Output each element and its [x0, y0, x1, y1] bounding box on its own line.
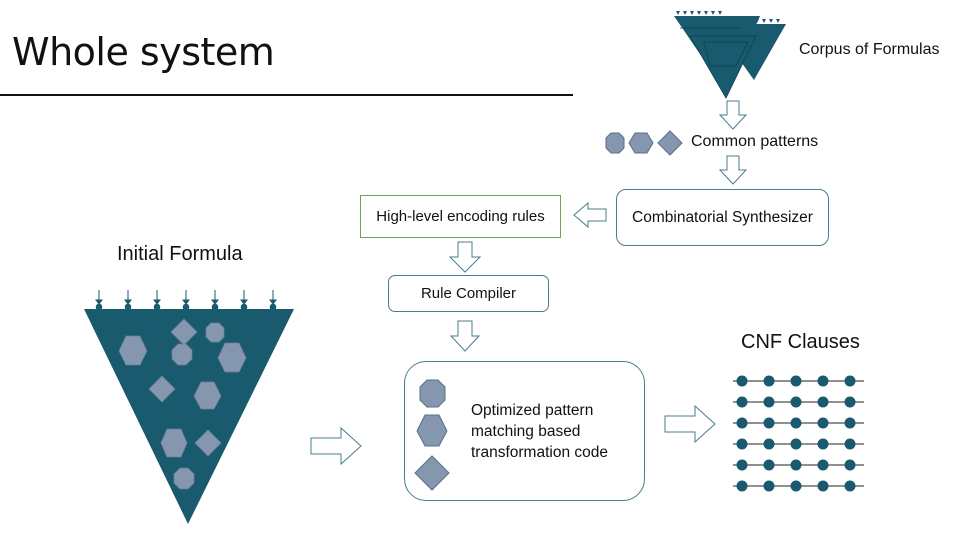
- optimized-code-line: Optimized pattern: [471, 402, 594, 419]
- cnf-literal-node: [790, 417, 802, 429]
- arrow-down-icon: [718, 155, 748, 185]
- octagon-icon: [205, 322, 225, 343]
- cnf-literal-node: [817, 438, 829, 450]
- cnf-literal-node: [763, 480, 775, 492]
- corpus-label: Corpus of Formulas: [799, 41, 940, 58]
- cnf-literal-node: [844, 480, 856, 492]
- optimized-code-label: Optimized pattern matching based transfo…: [471, 400, 608, 463]
- initial-formula-triangle: [84, 290, 294, 524]
- cnf-literal-node: [817, 459, 829, 471]
- cnf-literal-node: [790, 480, 802, 492]
- cnf-clause-row: [733, 480, 864, 492]
- cnf-literal-node: [736, 480, 748, 492]
- cnf-literal-node: [790, 459, 802, 471]
- cnf-literal-node: [844, 375, 856, 387]
- diamond-icon: [194, 429, 222, 457]
- cnf-clause-row: [733, 459, 864, 471]
- cnf-literal-node: [817, 375, 829, 387]
- arrow-right-icon: [664, 404, 716, 444]
- cnf-clause-row: [733, 417, 864, 429]
- cnf-literal-node: [763, 438, 775, 450]
- cnf-literal-node: [817, 417, 829, 429]
- cnf-literal-node: [790, 375, 802, 387]
- octagon-icon: [419, 379, 446, 408]
- hexagon-icon: [416, 414, 448, 447]
- hexagon-icon: [628, 132, 654, 154]
- cnf-literal-node: [844, 396, 856, 408]
- cnf-clauses-grid: [733, 375, 864, 492]
- cnf-clause-row: [733, 375, 864, 387]
- cnf-clause-row: [733, 396, 864, 408]
- cnf-literal-node: [844, 438, 856, 450]
- rule-compiler-box: Rule Compiler: [388, 275, 549, 312]
- cnf-clause-row: [733, 438, 864, 450]
- cnf-literal-node: [763, 375, 775, 387]
- cnf-literal-node: [790, 396, 802, 408]
- octagon-icon: [171, 343, 193, 366]
- cnf-literal-node: [763, 417, 775, 429]
- title-divider: [0, 94, 573, 96]
- optimized-code-line: matching based: [471, 423, 581, 440]
- cnf-literal-node: [763, 396, 775, 408]
- cnf-literal-node: [790, 438, 802, 450]
- formula-triangle: [84, 309, 294, 524]
- cnf-literal-node: [844, 459, 856, 471]
- optimized-code-line: transformation code: [471, 444, 608, 461]
- encoding-rules-box: High-level encoding rules: [360, 195, 561, 238]
- hexagon-icon: [193, 381, 222, 410]
- corpus-icon: [674, 11, 786, 99]
- cnf-literal-node: [763, 459, 775, 471]
- cnf-literal-node: [736, 417, 748, 429]
- combinatorial-synthesizer-label: Combinatorial Synthesizer: [632, 208, 813, 226]
- hexagon-icon: [118, 335, 148, 366]
- arrow-left-icon: [573, 201, 607, 229]
- octagon-icon: [605, 132, 625, 154]
- input-arrows: [95, 290, 277, 311]
- cnf-clauses-label: CNF Clauses: [741, 331, 860, 353]
- cnf-literal-node: [736, 375, 748, 387]
- cnf-literal-node: [736, 459, 748, 471]
- cnf-literal-node: [817, 480, 829, 492]
- arrow-down-icon: [718, 100, 748, 130]
- arrow-down-icon: [448, 241, 482, 273]
- common-patterns-shapes: [605, 130, 683, 156]
- hexagon-icon: [160, 428, 188, 458]
- cnf-literal-node: [817, 396, 829, 408]
- optimized-code-box: Optimized pattern matching based transfo…: [404, 361, 645, 501]
- cnf-literal-node: [736, 396, 748, 408]
- diamond-icon: [657, 130, 683, 156]
- diamond-icon: [414, 455, 450, 491]
- cnf-literal-node: [736, 438, 748, 450]
- diamond-icon: [148, 375, 176, 403]
- optimized-code-shapes: [414, 379, 450, 491]
- arrow-right-icon: [310, 426, 362, 466]
- encoding-rules-label: High-level encoding rules: [376, 208, 545, 225]
- arrow-down-icon: [449, 320, 481, 352]
- common-patterns-label: Common patterns: [691, 133, 819, 150]
- rule-compiler-label: Rule Compiler: [420, 285, 517, 302]
- slide-title: Whole system: [12, 30, 275, 74]
- cnf-literal-node: [844, 417, 856, 429]
- octagon-icon: [173, 467, 195, 490]
- hexagon-icon: [217, 342, 247, 373]
- combinatorial-synthesizer-box: Combinatorial Synthesizer: [616, 189, 829, 246]
- initial-formula-label: Initial Formula: [117, 243, 243, 265]
